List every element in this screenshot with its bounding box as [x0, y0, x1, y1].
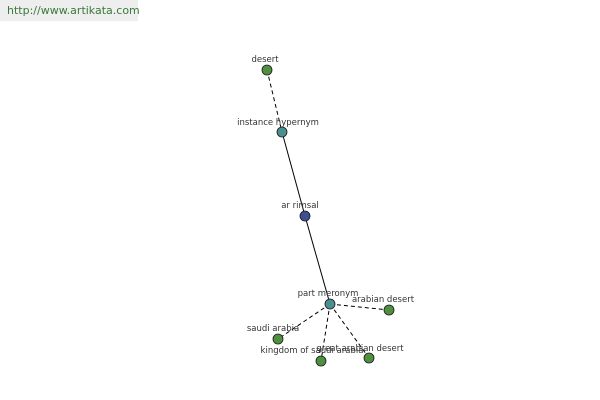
edge-part-meronym-to-arabian-desert [329, 303, 390, 311]
node-great-arabian-desert[interactable]: great arabian desert [316, 344, 404, 364]
node-circle-great-arabian-desert[interactable] [363, 352, 375, 364]
node-desert[interactable]: desert [251, 55, 279, 76]
node-label-arabian-desert[interactable]: arabian desert [352, 295, 415, 305]
node-kingdom-of-saudi-arabia[interactable]: kingdom of saudi arabia [261, 346, 364, 367]
node-label-ar-rimsal[interactable]: ar rimsal [281, 201, 319, 211]
node-label-desert[interactable]: desert [251, 55, 279, 65]
node-label-instance-hypernym[interactable]: instance hypernym [237, 118, 319, 128]
node-circle-desert[interactable] [261, 64, 273, 76]
node-label-saudi-arabia[interactable]: saudi arabia [247, 324, 299, 334]
node-circle-saudi-arabia[interactable] [272, 333, 284, 345]
node-circle-kingdom-of-saudi-arabia[interactable] [315, 355, 327, 367]
node-saudi-arabia[interactable]: saudi arabia [247, 324, 299, 345]
node-arabian-desert[interactable]: arabian desert [352, 295, 415, 316]
node-ar-rimsal[interactable]: ar rimsal [281, 201, 319, 222]
node-circle-part-meronym[interactable] [324, 298, 336, 310]
node-label-kingdom-of-saudi-arabia[interactable]: kingdom of saudi arabia [261, 346, 364, 356]
edges-layer [266, 69, 390, 362]
node-label-part-meronym[interactable]: part meronym [298, 289, 359, 299]
node-instance-hypernym[interactable]: instance hypernym [237, 118, 319, 138]
edge-part-meronym-to-saudi-arabia [277, 303, 331, 340]
node-label-great-arabian-desert[interactable]: great arabian desert [316, 344, 404, 354]
node-circle-arabian-desert[interactable] [383, 304, 395, 316]
node-circle-instance-hypernym[interactable] [276, 126, 288, 138]
edge-desert-to-instance-hypernym [266, 69, 283, 133]
source-url-banner[interactable]: http://www.artikata.com [0, 0, 140, 21]
nodes-layer: desert instance hypernym ar rimsal part mer… [237, 55, 415, 367]
node-circle-ar-rimsal[interactable] [299, 210, 311, 222]
node-part-meronym[interactable]: part meronym [298, 289, 359, 310]
edge-part-meronym-to-kingdom-of-saudi-arabia [320, 303, 331, 362]
edge-ar-rimsal-to-part-meronym [304, 215, 331, 305]
edge-instance-hypernym-to-ar-rimsal [281, 131, 306, 217]
